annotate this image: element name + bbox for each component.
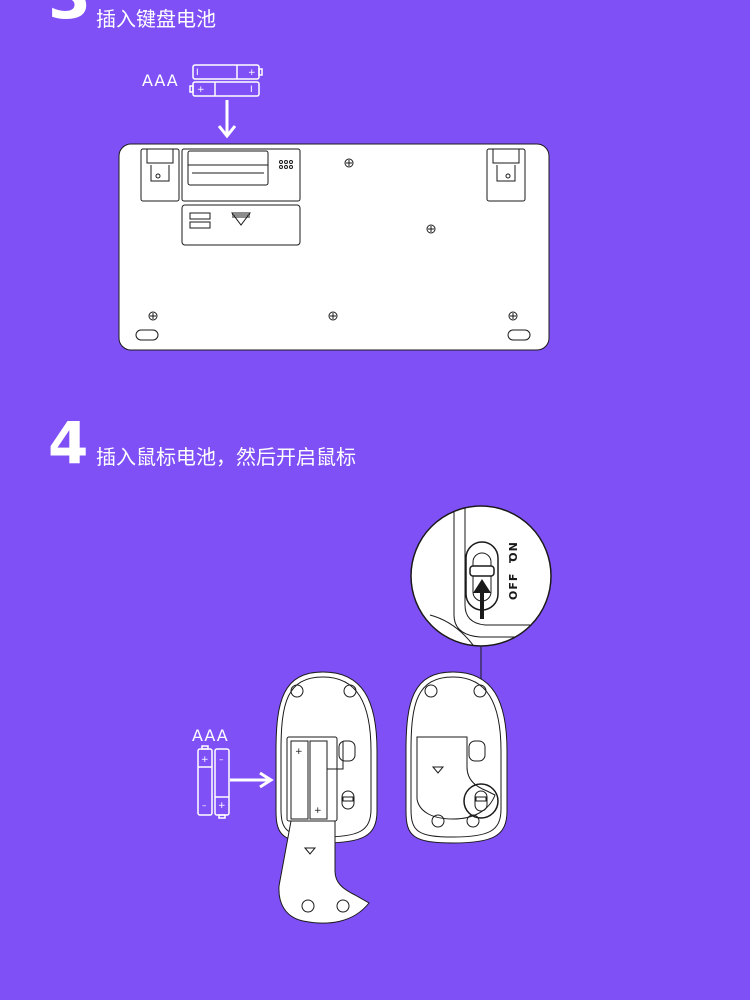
mouse-closed-illustration <box>405 671 508 844</box>
step-3-number: 3 <box>48 0 91 28</box>
switch-off-label: OFF <box>507 572 520 600</box>
switch-off-on-labels: OFF ON <box>507 541 520 600</box>
svg-text:+: + <box>248 68 256 78</box>
keyboard-underside-illustration <box>118 143 550 351</box>
mouse-batteries-illustration: + – – + <box>197 745 230 819</box>
svg-text:+: + <box>314 806 322 816</box>
step-4-number: 4 <box>48 409 89 477</box>
svg-text:+: + <box>218 801 226 811</box>
svg-text:I: I <box>196 68 199 78</box>
svg-text:+: + <box>197 85 205 95</box>
step-4-title: 插入鼠标电池，然后开启鼠标 <box>96 445 356 469</box>
svg-text:–: – <box>219 755 224 765</box>
keyboard-battery-label: AAA <box>142 71 179 90</box>
insert-arrow-down-icon <box>217 100 237 139</box>
switch-on-label: ON <box>507 541 520 562</box>
mouse-battery-label: AAA <box>192 726 229 745</box>
power-switch-zoom-illustration <box>410 505 552 745</box>
insert-arrow-right-icon <box>230 771 274 789</box>
step-3-title: 插入键盘电池 <box>96 7 216 31</box>
svg-text:+: + <box>201 755 209 765</box>
mouse-open-illustration: + + <box>275 671 378 924</box>
svg-text:+: + <box>295 747 303 757</box>
svg-text:I: I <box>250 85 253 95</box>
svg-text:–: – <box>202 801 207 811</box>
keyboard-batteries-illustration: I + + I <box>189 64 263 97</box>
